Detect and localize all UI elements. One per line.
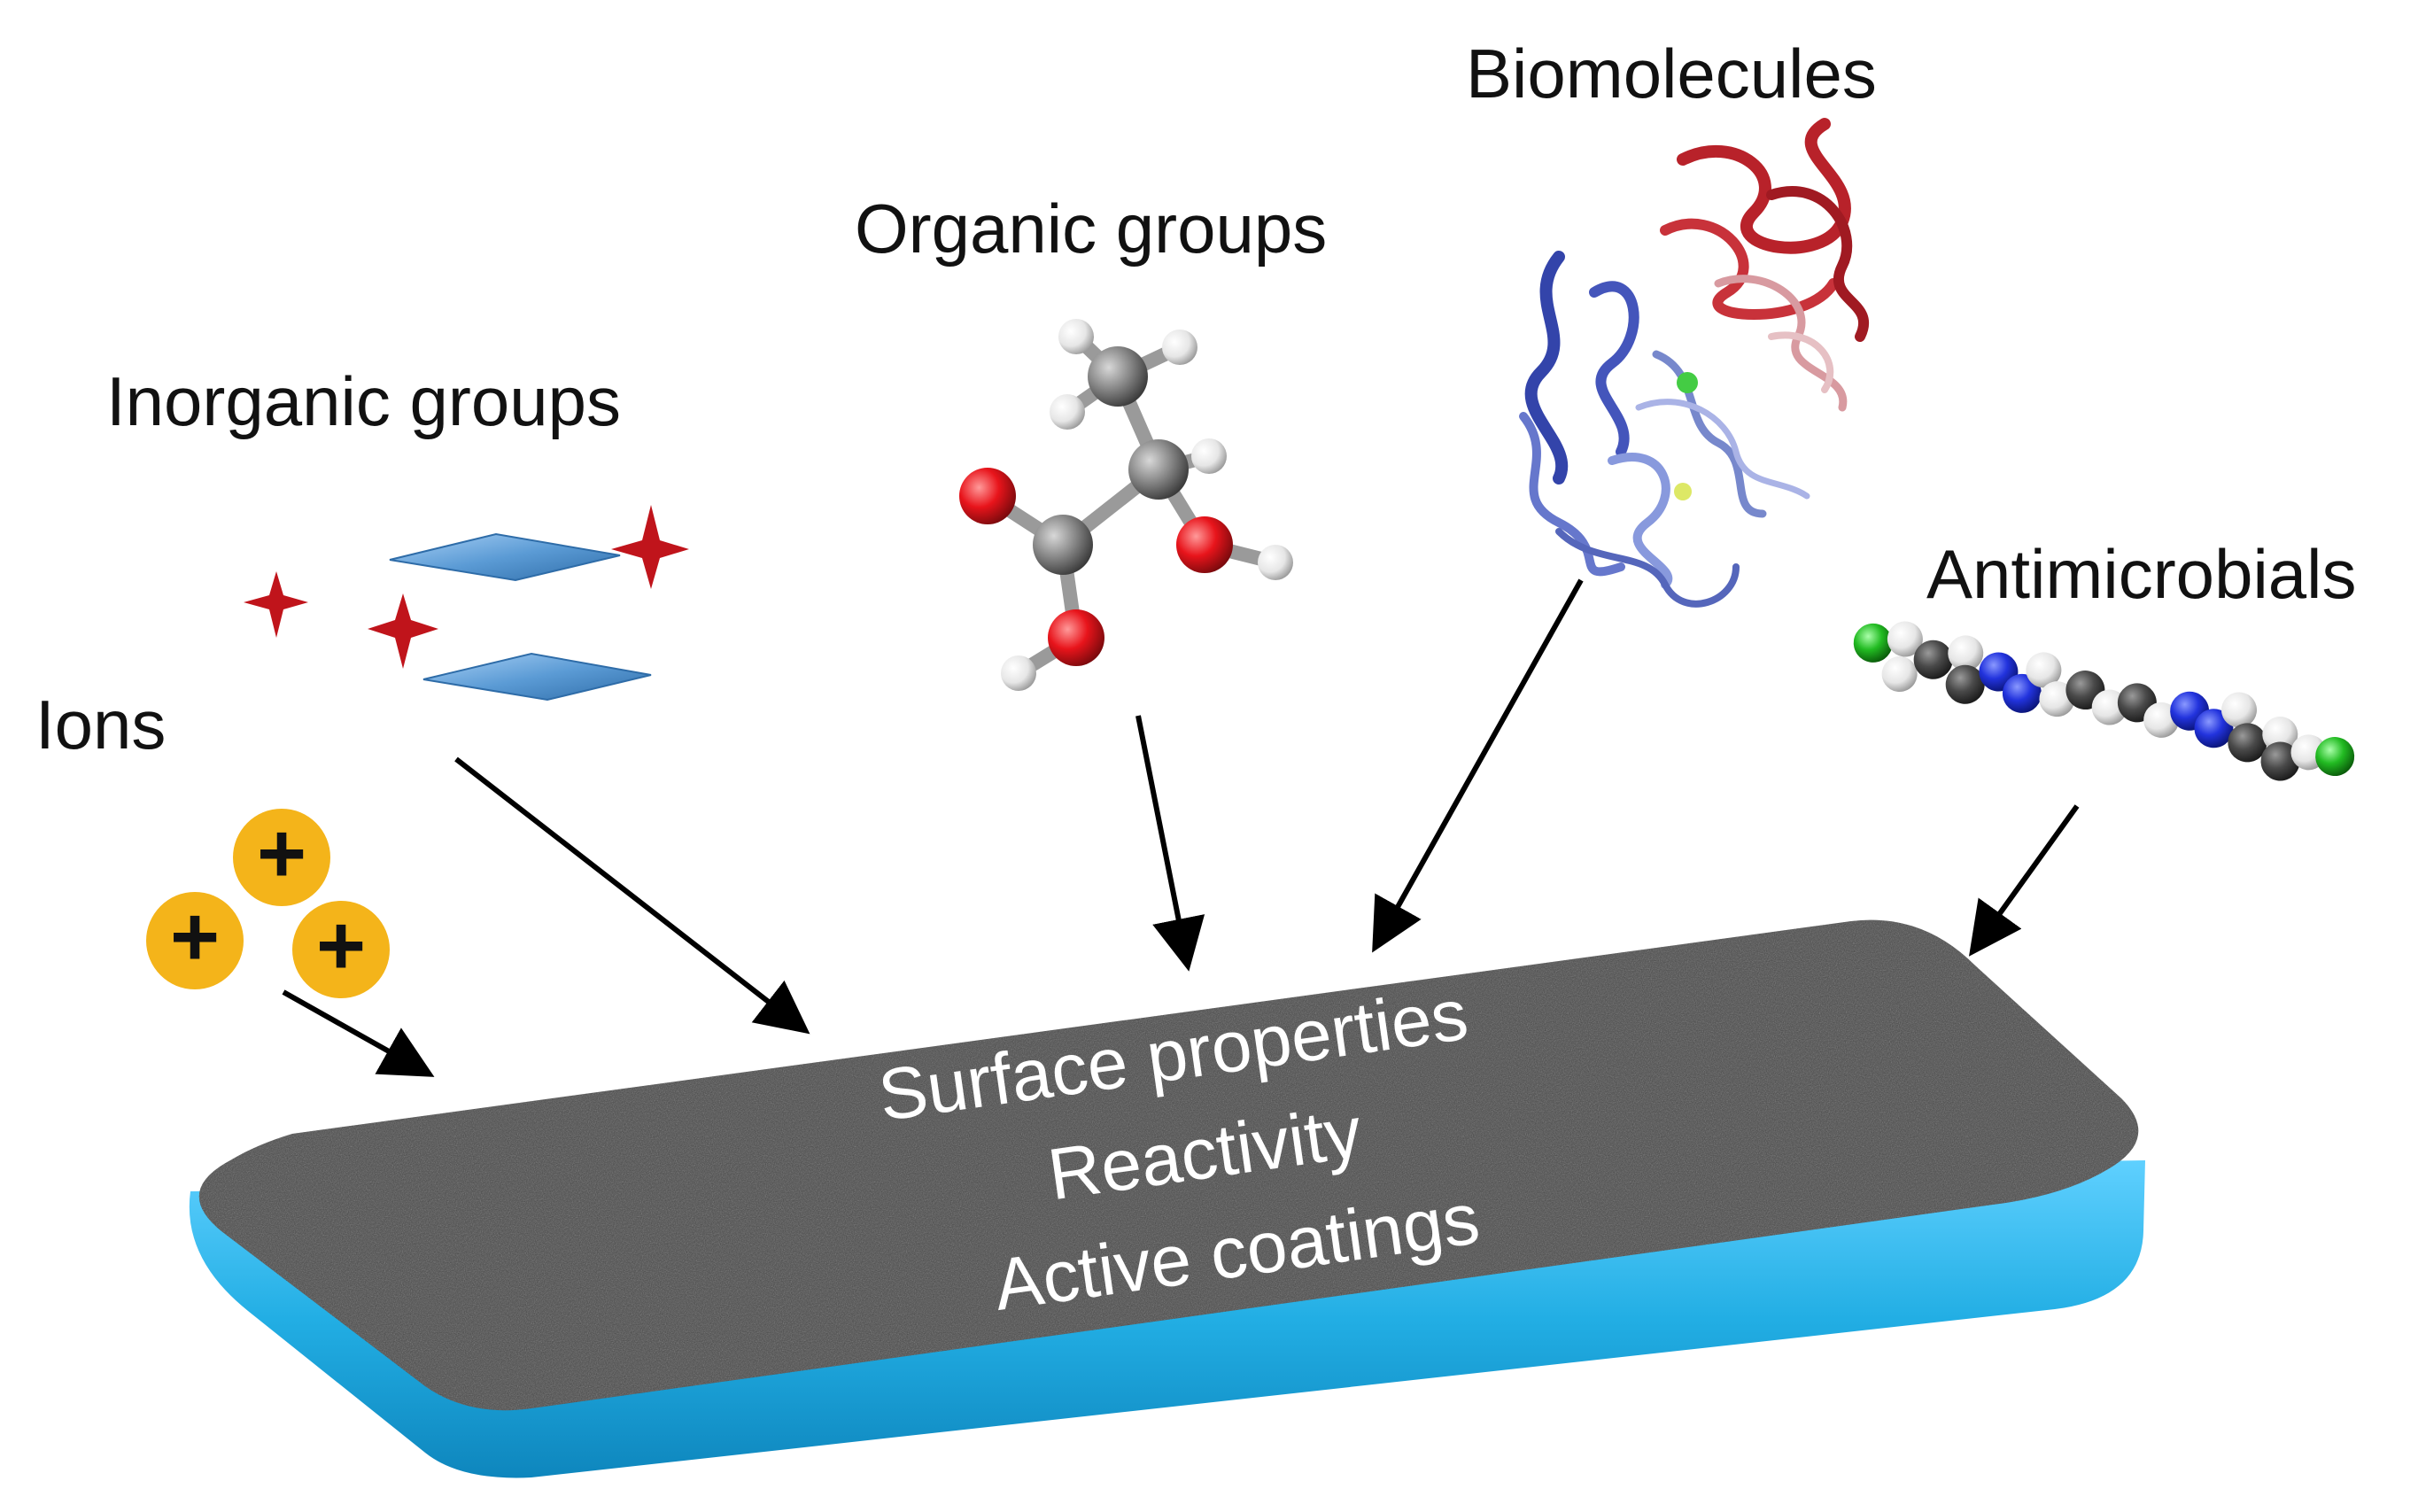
arrow-organic <box>1135 715 1205 972</box>
substrate-texture <box>198 919 2139 1411</box>
organic-group: Organic groups <box>855 190 1327 691</box>
ion-cation: + <box>146 889 244 989</box>
ion-cation: + <box>292 898 390 998</box>
protein-structure <box>1519 118 1870 608</box>
antimicrobial-molecule <box>1853 621 2355 781</box>
svg-text:+: + <box>257 806 306 901</box>
arrows <box>282 578 2080 1077</box>
svg-text:+: + <box>170 889 220 984</box>
inorganic-group: Inorganic groups <box>106 362 689 702</box>
organic-molecule <box>959 319 1293 691</box>
inorganic-star <box>244 571 308 638</box>
arrow-antimicrobials <box>1968 804 2080 957</box>
arrow-biomolecules <box>1372 578 1584 953</box>
arrow-inorganic <box>454 756 810 1035</box>
biomolecules-group: Biomolecules <box>1466 35 1877 608</box>
organic-label: Organic groups <box>855 190 1327 268</box>
arrow-ions <box>282 989 435 1077</box>
svg-text:+: + <box>316 898 366 993</box>
inorganic-sheet <box>422 652 652 702</box>
inorganic-label: Inorganic groups <box>106 362 621 440</box>
inorganic-star <box>611 505 689 589</box>
ions-label: Ions <box>35 686 166 764</box>
antimicrobials-label: Antimicrobials <box>1926 535 2356 613</box>
ion-cation: + <box>233 806 330 906</box>
ions-group: Ions + + + <box>35 686 390 998</box>
biomolecules-label: Biomolecules <box>1466 35 1877 112</box>
inorganic-sheet <box>389 532 621 582</box>
inorganic-star <box>368 593 438 669</box>
substrate <box>189 919 2146 1478</box>
antimicrobials-group: Antimicrobials <box>1853 535 2356 781</box>
